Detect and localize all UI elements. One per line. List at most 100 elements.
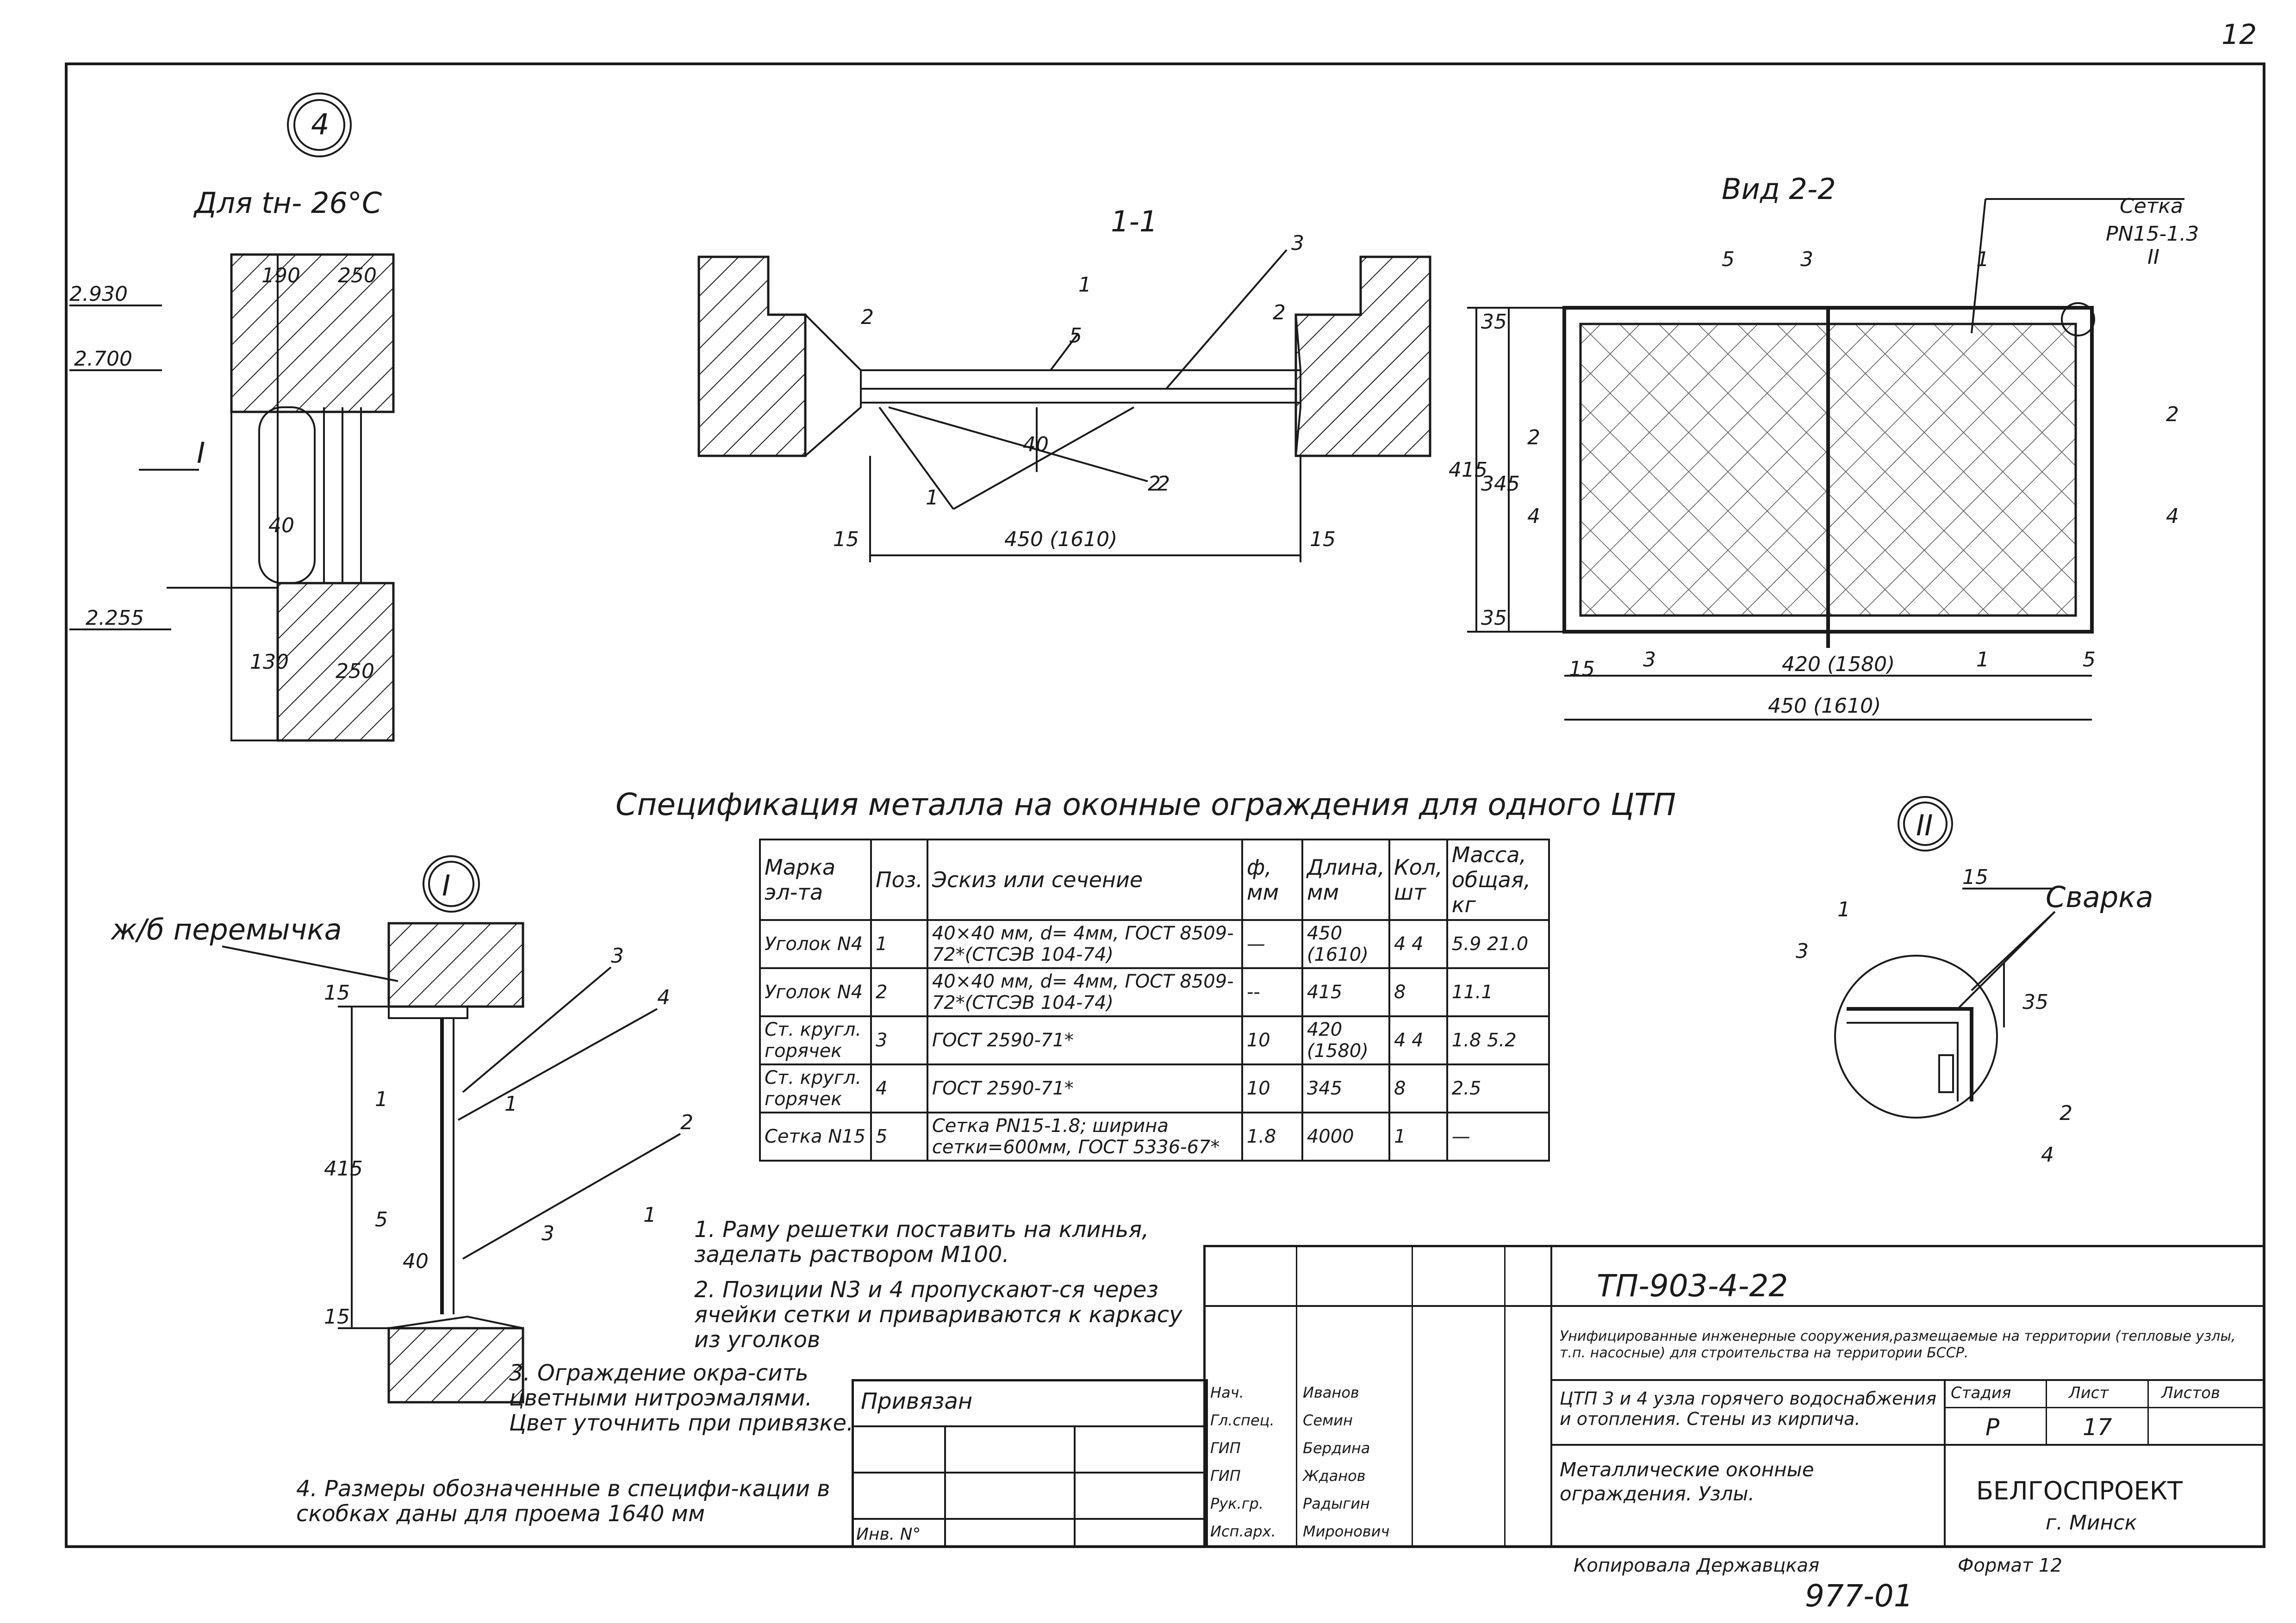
detail-4-dim-1: 2.930 [69,282,128,306]
section-1-1-callout-1: 1 [1078,273,1091,297]
title-code: ТП-903-4-22 [1597,1268,1788,1304]
detail-I-marker-circle [423,855,480,913]
detail-I-dim-15a: 15 [324,981,350,1005]
detail-I-callout-3: 3 [611,944,624,968]
view-2-2-callout-1b: 1 [1976,648,1989,672]
note-4: 4. Размеры обозначенные в специфи-кации … [296,1476,830,1527]
section-1-1-dim-span: 450 (1610) [1004,528,1117,551]
title-object: ЦТП 3 и 4 узла горячего водоснабжения и … [1560,1388,1936,1429]
table-row: Ст. кругл. горячек 4 ГОСТ 2590-71* 10 34… [759,1063,1550,1113]
view-2-2-dim-35b: 35 [1481,606,1507,630]
section-1-1-callout-2b: 2 [1157,472,1170,496]
title-sheets-header: Листов [2161,1384,2221,1402]
view-2-2-callout-4: 4 [2166,504,2179,528]
title-org: БЕЛГОСПРОЕКТ [1976,1476,2183,1505]
detail-I-marker: I [442,869,450,902]
role-1: Нач. [1210,1384,1244,1401]
name-1: Иванов [1303,1384,1359,1401]
spec-table: Марка эл-та Поз. Эскиз или сечение ф, мм… [759,839,1550,1162]
view-2-2-mesh-label: Сетка [2120,194,2183,218]
spec-col-sketch: Эскиз или сечение [926,839,1243,921]
section-1-1-callout-1b: 1 [926,486,939,510]
section-1-1-cut-right: 2 [1273,301,1286,324]
section-1-1-callout-5: 5 [1069,324,1082,348]
role-6: Исп.арх. [1210,1523,1276,1540]
detail-4-ref: I [197,436,205,470]
table-row: Уголок N4 2 40×40 мм, d= 4мм, ГОСТ 8509-… [759,967,1550,1017]
view-2-2-cut-4: 4 [1527,504,1540,528]
view-2-2-callout-5: 5 [1722,248,1735,271]
detail-I-callout-1: 1 [643,1203,656,1227]
section-1-1-cut-left: 2 [861,305,874,329]
detail-II-marker-circle [1898,796,1953,852]
view-2-2-callout-2: 2 [2166,403,2179,426]
detail-II-weld-label: Сварка [2046,880,2153,914]
role-5: Рук.гр. [1210,1495,1264,1512]
detail-I-callout-3b: 3 [541,1222,554,1245]
title-stage: Р [1985,1414,2000,1441]
detail-4-dim-5: 250 [338,264,377,287]
detail-4-dim-3: 2.255 [86,606,144,630]
detail-ii-ref-circle [2061,302,2095,336]
detail-I-dim-40: 40 [403,1250,429,1273]
section-1-1 [697,249,1431,562]
sheet-number: 12 [2221,19,2257,51]
role-2: Гл.спец. [1210,1412,1275,1429]
note-1: 1. Раму решетки поставить на клинья, зад… [694,1217,1149,1268]
name-6: Миронович [1303,1523,1390,1540]
view-2-2-callout-3b: 3 [1643,648,1656,672]
title-project: Унифицированные инженерные сооружения,ра… [1560,1328,2236,1361]
detail-I [222,855,681,1404]
detail-I-callout-5: 5 [375,1208,388,1231]
name-3: Бердина [1303,1439,1370,1457]
detail-4-title: Для tн- 26°С [193,186,382,220]
view-2-2-dim-420: 420 (1580) [1782,653,1895,676]
lintel [387,922,524,1008]
view-2-2-callout-3: 3 [1800,248,1813,271]
name-4: Жданов [1303,1467,1366,1485]
table-row: Ст. кругл. горячек 3 ГОСТ 2590-71* 10 42… [759,1015,1550,1065]
detail-I-dim-415: 415 [324,1157,363,1181]
detail-II [1834,796,2056,1119]
view-2-2 [1467,198,2184,721]
role-3: ГИП [1210,1439,1241,1457]
view-2-2-dim-450: 450 (1610) [1768,694,1881,718]
detail-4-dim-8: 40 [268,514,294,537]
table-row: Сетка N15 5 Сетка PN15-1.8; ширина сетки… [759,1112,1550,1162]
title-stage-header: Стадия [1951,1384,2011,1402]
detail-I-dim-15b: 15 [324,1305,350,1329]
detail-II-marker: II [1916,808,1933,842]
detail-II-view-circle [1834,955,1998,1119]
detail-II-dim-15: 15 [1962,865,1988,889]
section-1-1-dim-40: 40 [1023,433,1049,456]
spec-table-title: Спецификация металла на оконные огражден… [616,787,1676,822]
title-block [1203,1245,2265,1548]
view-2-2-dim-415: 415 [1449,458,1487,482]
view-2-2-dim-345: 345 [1481,472,1520,496]
detail-4-dim-4: 190 [261,264,300,287]
detail-I-callout-4: 4 [657,986,670,1009]
section-1-1-callout-3: 3 [1291,231,1304,255]
detail-4-marker: 4 [311,107,329,141]
title-city: г. Минск [2046,1511,2137,1535]
role-4: ГИП [1210,1467,1241,1485]
view-2-2-cut-2: 2 [1527,426,1540,449]
detail-II-dim-35: 35 [2022,990,2048,1014]
detail-4-dim-7: 250 [336,659,374,683]
binding-label: Привязан [861,1388,973,1414]
title-sheet-header: Лист [2069,1384,2109,1402]
title-sheet-title: Металлические оконные ограждения. Узлы. [1560,1458,1814,1505]
binding-block [852,1379,1208,1548]
detail-II-callout-2: 2 [2060,1101,2072,1125]
detail-4-marker-circle [287,93,352,157]
detail-I-cut-right: 1 [504,1092,517,1116]
wall-lower [276,582,395,742]
name-2: Семин [1303,1412,1353,1429]
detail-I-callout-2: 2 [680,1111,693,1134]
detail-4-dim-6: 130 [250,650,289,674]
table-row: Уголок N4 1 40×40 мм, d= 4мм, ГОСТ 8509-… [759,919,1550,969]
spec-col-qty: Кол, шт [1388,839,1448,921]
spec-col-mark: Марка эл-та [759,839,872,921]
view-2-2-mesh-spec: PN15-1.3 [2106,222,2199,246]
